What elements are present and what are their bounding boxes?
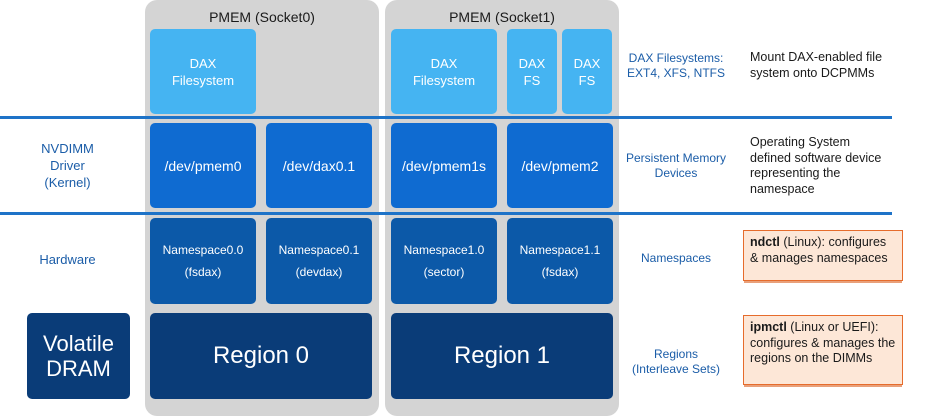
ipmctl-note-text: (Linux or UEFI): configures & manages th… (750, 320, 896, 365)
regions-label: Regions (Interleave Sets) (631, 347, 721, 376)
namespaces-label: Namespaces (640, 251, 712, 265)
namespace-0-0-mode: (fsdax) (184, 265, 222, 279)
device-pmem1s: /dev/pmem1s (391, 123, 497, 208)
socket1-title: PMEM (Socket1) (449, 9, 555, 25)
ipmctl-tool-name: ipmctl (750, 320, 787, 334)
nvdimm-driver-label: NVDIMM Driver (Kernel) (41, 141, 94, 190)
namespace-0-1-mode: (devdax) (295, 265, 343, 279)
socket0-title: PMEM (Socket0) (209, 9, 315, 25)
pmem-devices-description: Operating System defined software device… (750, 135, 882, 196)
ndctl-tool-name: ndctl (750, 235, 780, 249)
volatile-dram-box: Volatile DRAM (27, 313, 130, 399)
namespace-1-0: Namespace1.0 (sector) (391, 218, 497, 304)
socket1-dax-fs-a: DAX FS (507, 29, 557, 114)
divider-filesystem-driver (0, 116, 892, 119)
namespace-1-1-name: Namespace1.1 (519, 243, 601, 257)
divider-driver-hardware (0, 212, 892, 215)
socket1-dax-fs-b: DAX FS (562, 29, 612, 114)
region-1: Region 1 (391, 313, 613, 399)
namespace-1-0-name: Namespace1.0 (403, 243, 485, 257)
persistent-memory-devices-label: Persistent Memory Devices (625, 151, 727, 180)
device-pmem2: /dev/pmem2 (507, 123, 613, 208)
ndctl-note: ndctl (Linux): configures & manages name… (743, 230, 903, 281)
device-pmem0: /dev/pmem0 (150, 123, 256, 208)
socket0-dax-filesystem: DAX Filesystem (150, 29, 256, 114)
namespace-0-0-name: Namespace0.0 (162, 243, 244, 257)
ndctl-note-text: (Linux): configures & manages namespaces (750, 235, 888, 265)
dax-fs-description: Mount DAX-enabled file system onto DCPMM… (750, 50, 883, 80)
namespace-0-0: Namespace0.0 (fsdax) (150, 218, 256, 304)
namespace-1-1: Namespace1.1 (fsdax) (507, 218, 613, 304)
region-0: Region 0 (150, 313, 372, 399)
socket1-dax-filesystem: DAX Filesystem (391, 29, 497, 114)
ipmctl-note: ipmctl (Linux or UEFI): configures & man… (743, 315, 903, 385)
namespace-1-1-mode: (fsdax) (541, 265, 579, 279)
device-dax0-1: /dev/dax0.1 (266, 123, 372, 208)
hardware-label: Hardware (39, 252, 96, 267)
namespace-1-0-mode: (sector) (423, 265, 465, 279)
namespace-0-1: Namespace0.1 (devdax) (266, 218, 372, 304)
dax-filesystems-label: DAX Filesystems: EXT4, XFS, NTFS (626, 51, 725, 80)
namespace-0-1-name: Namespace0.1 (278, 243, 360, 257)
